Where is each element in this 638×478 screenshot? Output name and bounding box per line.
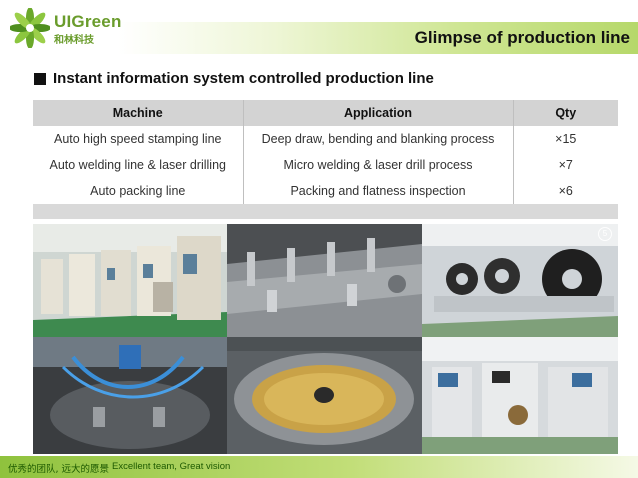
footer-slogan-en: Excellent team, Great vision bbox=[112, 461, 231, 472]
cell-qty: ×6 bbox=[512, 178, 618, 204]
column-header-qty: Qty bbox=[512, 100, 618, 126]
slide-footer: 优秀的团队, 远大的愿景 Excellent team, Great visio… bbox=[0, 456, 638, 478]
column-header-machine: Machine bbox=[33, 100, 243, 126]
cell-application: Packing and flatness inspection bbox=[242, 178, 513, 204]
cell-application: Micro welding & laser drill process bbox=[242, 152, 513, 178]
page-title: Glimpse of production line bbox=[414, 28, 630, 47]
photo-stamping-hall bbox=[33, 224, 227, 337]
slide-header: UIGreen 和林科技 Glimpse of production line bbox=[0, 0, 638, 56]
photo-stamping-die bbox=[227, 224, 422, 337]
column-header-application: Application bbox=[242, 100, 513, 126]
leaf-burst-logo-icon bbox=[10, 8, 50, 48]
production-photo-grid: 5 bbox=[33, 224, 618, 454]
footer-slogan-cn: 优秀的团队, 远大的愿景 bbox=[8, 464, 110, 475]
table-header-row: Machine Application Qty bbox=[33, 100, 618, 126]
photo-welding-fixture bbox=[33, 337, 227, 454]
table-row: Auto packing line Packing and flatness i… bbox=[33, 178, 618, 204]
photo-number-badge: 5 bbox=[598, 227, 612, 241]
square-bullet-icon bbox=[34, 72, 46, 85]
header-gradient-band bbox=[118, 22, 638, 54]
section-heading: Instant information system controlled pr… bbox=[34, 70, 434, 87]
table-row: Auto high speed stamping line Deep draw,… bbox=[33, 126, 618, 152]
cell-machine: Auto packing line bbox=[33, 178, 243, 204]
cell-machine: Auto high speed stamping line bbox=[33, 126, 243, 152]
table-row: Auto welding line & laser drilling Micro… bbox=[33, 152, 618, 178]
table-footer-bar bbox=[33, 204, 618, 219]
brand-name-cn: 和林科技 bbox=[54, 35, 94, 46]
photo-reel-line: 5 bbox=[422, 224, 618, 337]
section-heading-text: Instant information system controlled pr… bbox=[53, 70, 434, 87]
cell-machine: Auto welding line & laser drilling bbox=[33, 152, 243, 178]
brand-name-en: UIGreen bbox=[54, 12, 122, 31]
cell-qty: ×15 bbox=[512, 126, 618, 152]
cell-application: Deep draw, bending and blanking process bbox=[242, 126, 513, 152]
photo-inspection-station bbox=[422, 337, 618, 454]
cell-qty: ×7 bbox=[512, 152, 618, 178]
production-line-table: Machine Application Qty Auto high speed … bbox=[33, 100, 618, 204]
photo-vibratory-feeder bbox=[227, 337, 422, 454]
